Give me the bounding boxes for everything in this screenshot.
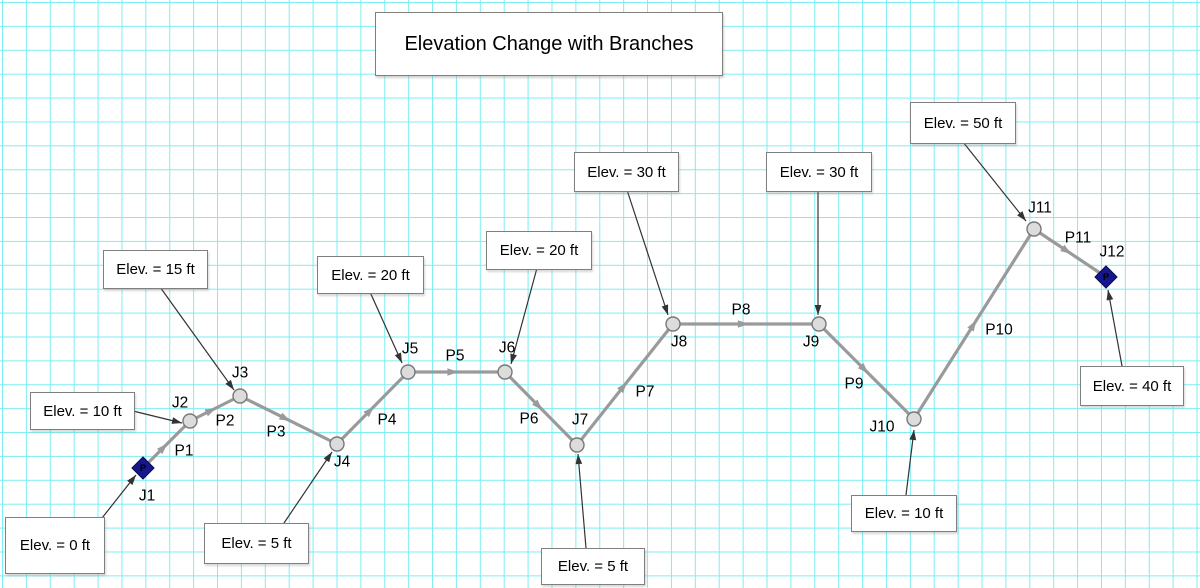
leader-arrowhead <box>127 475 136 485</box>
junction-label-J10: J10 <box>870 419 895 436</box>
junction-J10[interactable] <box>906 411 922 427</box>
junction-J6[interactable] <box>497 364 513 380</box>
pipe-flow-arrow <box>447 368 459 376</box>
pipe-label-P11: P11 <box>1065 230 1091 247</box>
elevation-callout-text: Elev. = 50 ft <box>923 114 1003 132</box>
pipe-flow-arrow <box>363 406 374 418</box>
junction-J12-pressure-diamond[interactable] <box>1094 265 1118 289</box>
leader-line-J10 <box>905 429 915 496</box>
elevation-callout-text: Elev. = 0 ft <box>19 537 91 554</box>
pipe-label-P10: P10 <box>985 322 1013 339</box>
leader-line-J4 <box>283 451 333 524</box>
pipe-flow-arrow <box>278 412 291 421</box>
pipe-flow-arrow <box>967 320 977 332</box>
elevation-callout-J9[interactable]: Elev. = 30 ft <box>766 152 872 192</box>
elevation-callout-text: Elev. = 30 ft <box>587 163 666 181</box>
pipe-label-P8: P8 <box>732 302 751 319</box>
elevation-callout-J10[interactable]: Elev. = 10 ft <box>851 495 957 532</box>
title-box[interactable]: Elevation Change with Branches <box>375 12 723 76</box>
junction-label-J9: J9 <box>803 334 819 351</box>
junction-label-J6: J6 <box>499 340 515 357</box>
pipe-label-P7: P7 <box>636 384 655 401</box>
elevation-callout-text: Elev. = 40 ft <box>1092 377 1172 395</box>
junction-J1-pressure-diamond[interactable] <box>131 456 155 480</box>
pipe-flow-arrow <box>157 443 168 454</box>
junction-label-J5: J5 <box>402 341 418 358</box>
elevation-callout-text: Elev. = 10 ft <box>864 505 944 522</box>
junction-label-J12: J12 <box>1100 244 1125 261</box>
pump-letter-icon: P <box>1103 272 1110 283</box>
junction-label-J4: J4 <box>334 454 351 471</box>
elevation-callout-J4[interactable]: Elev. = 5 ft <box>204 523 309 564</box>
pipe-label-P3: P3 <box>267 424 286 441</box>
leader-arrowhead <box>323 452 332 463</box>
elevation-callout-text: Elev. = 15 ft <box>116 261 195 278</box>
pipe-label-P1: P1 <box>175 443 194 460</box>
elevation-callout-J12[interactable]: Elev. = 40 ft <box>1080 366 1184 406</box>
junction-J11[interactable] <box>1026 221 1042 237</box>
pipe-flow-arrow <box>532 399 543 410</box>
leader-arrowhead <box>909 430 917 441</box>
junction-label-J2: J2 <box>172 395 188 412</box>
junction-label-J11: J11 <box>1028 200 1052 217</box>
leader-arrowhead <box>814 305 822 315</box>
junction-label-J8: J8 <box>671 334 687 351</box>
leader-line-J5 <box>369 291 403 364</box>
diagram-title: Elevation Change with Branches <box>404 32 694 55</box>
leader-line-J3 <box>159 286 235 391</box>
leader-line-J8 <box>626 189 669 316</box>
junction-label-J1: J1 <box>139 488 155 505</box>
junction-J3[interactable] <box>232 388 248 404</box>
pipe-flow-arrow <box>617 382 627 394</box>
pipe-label-P6: P6 <box>520 411 539 428</box>
elevation-callout-J2[interactable]: Elev. = 10 ft <box>30 392 135 430</box>
elevation-callout-text: Elev. = 20 ft <box>499 242 579 259</box>
leader-arrowhead <box>1017 211 1026 221</box>
junction-J4[interactable] <box>329 436 345 452</box>
leader-arrowhead <box>394 352 402 363</box>
leader-arrowhead <box>661 304 669 315</box>
pipe-label-P9: P9 <box>845 376 864 393</box>
elevation-callout-J3[interactable]: Elev. = 15 ft <box>103 250 208 289</box>
elevation-callout-J6[interactable]: Elev. = 20 ft <box>486 231 592 270</box>
pipe-flow-arrow <box>204 408 216 417</box>
pipe-flow-arrow <box>737 320 749 328</box>
leader-line-J6 <box>510 267 538 365</box>
pipe-flow-arrow <box>857 362 869 374</box>
elevation-callout-text: Elev. = 30 ft <box>779 163 859 181</box>
elevation-callout-J7[interactable]: Elev. = 5 ft <box>541 548 645 585</box>
leader-line-J7 <box>577 453 587 549</box>
elevation-callout-text: Elev. = 5 ft <box>221 535 292 552</box>
junction-label-J7: J7 <box>572 412 588 429</box>
elevation-callout-J11[interactable]: Elev. = 50 ft <box>910 102 1016 144</box>
leader-arrowhead <box>171 417 182 424</box>
junction-J5[interactable] <box>400 364 416 380</box>
elevation-callout-text: Elev. = 5 ft <box>557 558 629 575</box>
junction-J7[interactable] <box>569 437 585 453</box>
leader-line-J12 <box>1107 289 1123 367</box>
junction-label-J3: J3 <box>232 365 248 382</box>
junction-J2[interactable] <box>182 413 198 429</box>
leader-arrowhead <box>1106 290 1114 301</box>
elevation-callout-J8[interactable]: Elev. = 30 ft <box>574 152 679 192</box>
leader-arrowhead <box>225 379 234 390</box>
junction-J8[interactable] <box>665 316 681 332</box>
elevation-callout-text: Elev. = 10 ft <box>43 402 122 420</box>
leader-line-J11 <box>962 141 1027 222</box>
leader-arrowhead <box>510 353 517 364</box>
leader-arrowhead <box>575 454 583 465</box>
elevation-callout-J5[interactable]: Elev. = 20 ft <box>317 256 424 294</box>
pipe-label-P4: P4 <box>378 412 397 429</box>
pipe-label-P5: P5 <box>446 348 465 365</box>
pipe-flow-arrow <box>1060 244 1072 254</box>
pump-letter-icon: P <box>140 463 147 474</box>
elevation-callout-text: Elev. = 20 ft <box>331 266 410 284</box>
junction-J9[interactable] <box>811 316 827 332</box>
pipe-label-P2: P2 <box>216 413 235 430</box>
elevation-callout-J1[interactable]: Elev. = 0 ft <box>5 517 105 574</box>
